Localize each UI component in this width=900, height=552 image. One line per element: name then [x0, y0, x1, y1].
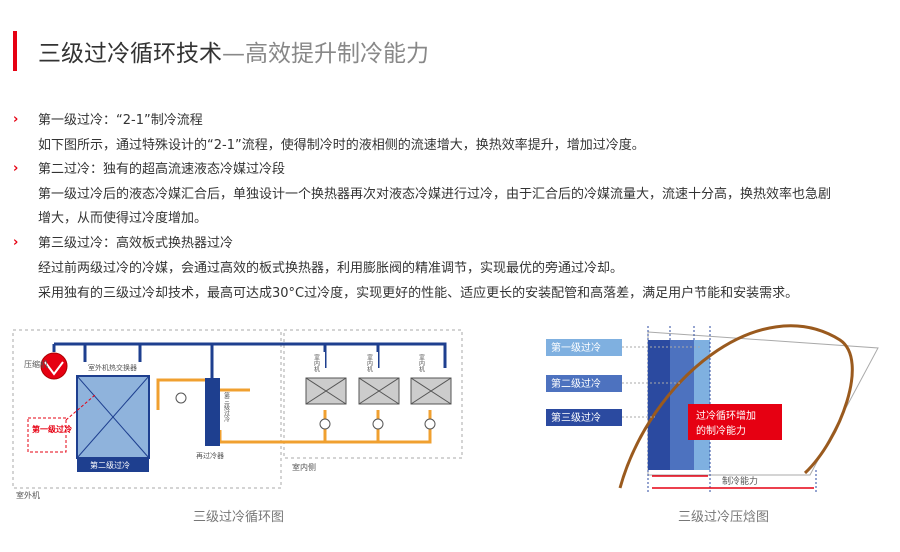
blue-pipes [52, 342, 447, 378]
compressor-icon [40, 352, 68, 380]
ph-diagram: 制冷能力 第一级过冷 第二级过冷 第三级过冷 过冷循环增加 的制冷能力 [546, 324, 879, 492]
title-accent-bar [13, 31, 17, 71]
callout-line-1: 过冷循环增加 [696, 409, 756, 422]
saturation-curve [618, 324, 854, 489]
right-diagram-caption: 三级过冷压焓图 [678, 510, 770, 525]
chevron-right-icon: › [13, 161, 19, 176]
page-title: 三级过冷循环技术—高效提升制冷能力 [38, 34, 429, 68]
item-1-body-line-1: 如下图所示，通过特殊设计的“2-1”流程，使得制冷时的液相侧的流速增大，换热效率… [38, 138, 645, 153]
stage3-label: 第三级过冷 [551, 411, 601, 424]
indoor-unit-label: 室内机 [313, 353, 320, 373]
first-subcool-label: 第一级过冷 [32, 424, 72, 434]
indoor-unit-label: 室内机 [366, 353, 373, 373]
item-3-body-line-1: 经过前两级过冷的冷媒，会通过高效的板式换热器，利用膨胀阀的精准调节，实现最优的旁… [38, 261, 624, 276]
stage1-band [648, 340, 670, 470]
title-sub: —高效提升制冷能力 [222, 41, 429, 67]
item-3-body-line-2: 采用独有的三级过冷却技术，最高可达成30°C过冷度，实现更好的性能、适应更长的安… [38, 286, 799, 301]
stage3-tag [546, 409, 622, 426]
third-subcool-label: 第三级过冷 [223, 391, 230, 423]
subcool-cycle-diagram: 压缩机 室外机热交换器 第二级过冷 第一级过冷 再过冷器 第三级过冷 室内机 室… [12, 329, 463, 500]
indoor-boundary [283, 329, 463, 459]
stage2-label: 第二级过冷 [551, 377, 601, 390]
stage1-label: 第一级过冷 [551, 341, 601, 354]
valve-icon [424, 418, 436, 430]
compressor-label: 压缩机 [24, 359, 48, 369]
outdoor-hx-label: 室外机热交换器 [88, 363, 137, 372]
second-subcool-label: 第二级过冷 [90, 460, 130, 470]
callout-line-2: 的制冷能力 [696, 424, 746, 437]
indoor-units [305, 352, 452, 405]
outdoor-boundary [12, 329, 282, 489]
expansion-valves [175, 392, 436, 430]
stage1-tag [546, 339, 622, 356]
second-subcool-box [77, 458, 149, 472]
valve-icon [372, 418, 384, 430]
item-2-heading: 第二过冷：独有的超高流速液态冷媒过冷段 [38, 162, 286, 177]
subcooler-icon [205, 378, 220, 446]
indoor-side-label: 室内侧 [292, 462, 316, 472]
stage2-tag [546, 375, 622, 392]
first-subcool-callout [27, 417, 67, 453]
indoor-unit-label: 室内机 [418, 353, 425, 373]
chevron-right-icon: › [13, 112, 19, 127]
callout-box [688, 404, 782, 440]
outdoor-unit-label: 室外机 [16, 490, 40, 500]
item-3-heading: 第三级过冷：高效板式换热器过冷 [38, 236, 234, 251]
item-1-heading: 第一级过冷：“2-1”制冷流程 [38, 113, 203, 128]
valve-icon [319, 418, 331, 430]
valve-icon [175, 392, 187, 404]
item-2-body-line-1: 第一级过冷后的液态冷媒汇合后，单独设计一个换热器再次对液态冷媒进行过冷，由于汇合… [38, 187, 832, 202]
subcooler-label: 再过冷器 [196, 451, 224, 460]
capacity-label: 制冷能力 [722, 475, 758, 487]
left-diagram-caption: 三级过冷循环图 [193, 510, 285, 525]
title-main: 三级过冷循环技术 [38, 41, 222, 67]
item-2-body-line-2: 增大，从而使得过冷度增加。 [38, 211, 208, 226]
chevron-right-icon: › [13, 235, 19, 250]
